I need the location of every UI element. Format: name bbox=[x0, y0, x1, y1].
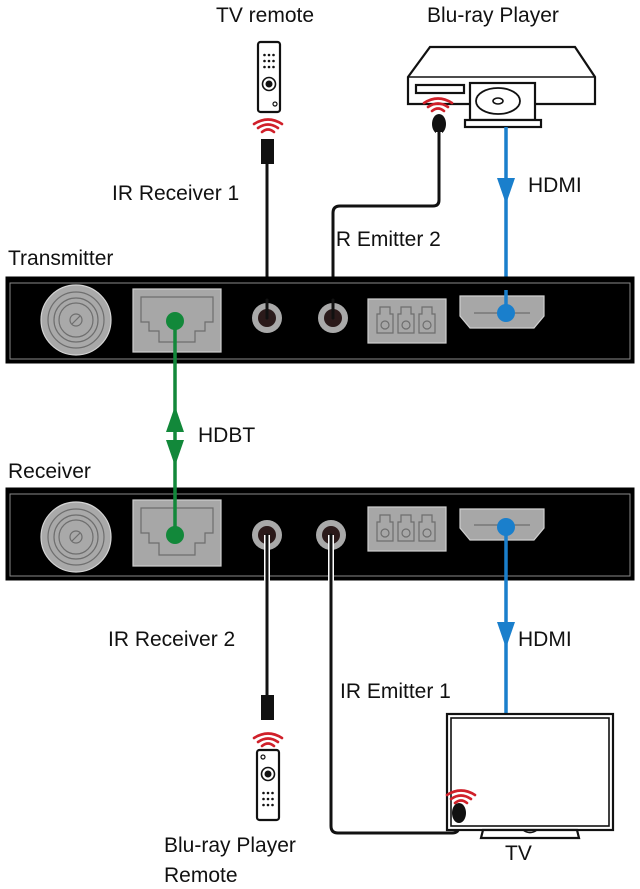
tv-icon bbox=[445, 712, 615, 840]
hdbt-connection-dot-receiver bbox=[166, 526, 184, 544]
ir-emitter-2-bulb bbox=[432, 114, 446, 134]
ir-emitter-1-label: IR Emitter 1 bbox=[340, 680, 451, 703]
terminal-pin bbox=[418, 306, 436, 334]
ir-receiver-1-sensor bbox=[261, 139, 274, 164]
ir-receiver-2-label: IR Receiver 2 bbox=[108, 628, 235, 651]
rs232-terminal-port[interactable] bbox=[367, 298, 447, 344]
hdbt-label: HDBT bbox=[198, 424, 255, 447]
terminal-pin bbox=[397, 514, 415, 542]
terminal-screw bbox=[401, 528, 411, 538]
tv-label: TV bbox=[505, 842, 532, 865]
ir-receiver-2-sensor bbox=[261, 695, 274, 720]
ir-emitter-2-label: IR Emitter 2 bbox=[330, 228, 441, 251]
ir-signal-icon-bluray-remote bbox=[252, 732, 284, 748]
terminal-pin bbox=[397, 306, 415, 334]
hdmi-bottom-label: HDMI bbox=[518, 628, 572, 651]
hdmi-connection-dot-transmitter bbox=[497, 304, 515, 322]
hdbt-arrow-down bbox=[166, 440, 184, 466]
power-port-icon bbox=[40, 284, 112, 356]
terminal-screw bbox=[401, 320, 411, 330]
hdbt-connection-dot-transmitter bbox=[166, 312, 184, 330]
terminal-screw bbox=[422, 528, 432, 538]
hdbt-arrow-up bbox=[166, 406, 184, 432]
hdmi-top-label: HDMI bbox=[528, 174, 582, 197]
hdmi-arrow-top bbox=[497, 178, 515, 204]
tv-remote-label: TV remote bbox=[216, 4, 314, 27]
terminal-screw bbox=[380, 320, 390, 330]
terminal-screw bbox=[380, 528, 390, 538]
hdmi-connection-dot-receiver bbox=[497, 518, 515, 536]
receiver-label: Receiver bbox=[8, 460, 91, 483]
ir-signal-icon-tv bbox=[445, 789, 477, 805]
ir-receiver-1-label: IR Receiver 1 bbox=[112, 182, 239, 205]
terminal-screw bbox=[422, 320, 432, 330]
power-port-icon bbox=[40, 501, 112, 573]
terminal-pin bbox=[418, 514, 436, 542]
bluray-player-label: Blu-ray Player bbox=[427, 4, 559, 27]
bluray-remote-label-line2: Remote bbox=[164, 864, 238, 887]
ir-signal-icon-bluray-player bbox=[422, 97, 454, 113]
ir-signal-icon-tv-remote bbox=[252, 118, 284, 134]
transmitter-panel bbox=[5, 276, 635, 364]
rs232-terminal-port[interactable] bbox=[367, 506, 447, 552]
bluray-player-icon bbox=[406, 45, 597, 129]
bluray-remote-icon bbox=[255, 748, 281, 822]
ir-emitter-2-cable bbox=[331, 130, 441, 314]
hdmi-arrow-bottom bbox=[497, 622, 515, 648]
terminal-pin bbox=[376, 514, 394, 542]
terminal-pin bbox=[376, 306, 394, 334]
receiver-panel bbox=[5, 487, 635, 581]
transmitter-label: Transmitter bbox=[8, 247, 113, 270]
ir-emitter-1-bulb bbox=[452, 803, 466, 823]
bluray-remote-label-line1: Blu-ray Player bbox=[164, 834, 296, 857]
tv-remote-icon bbox=[256, 40, 282, 114]
